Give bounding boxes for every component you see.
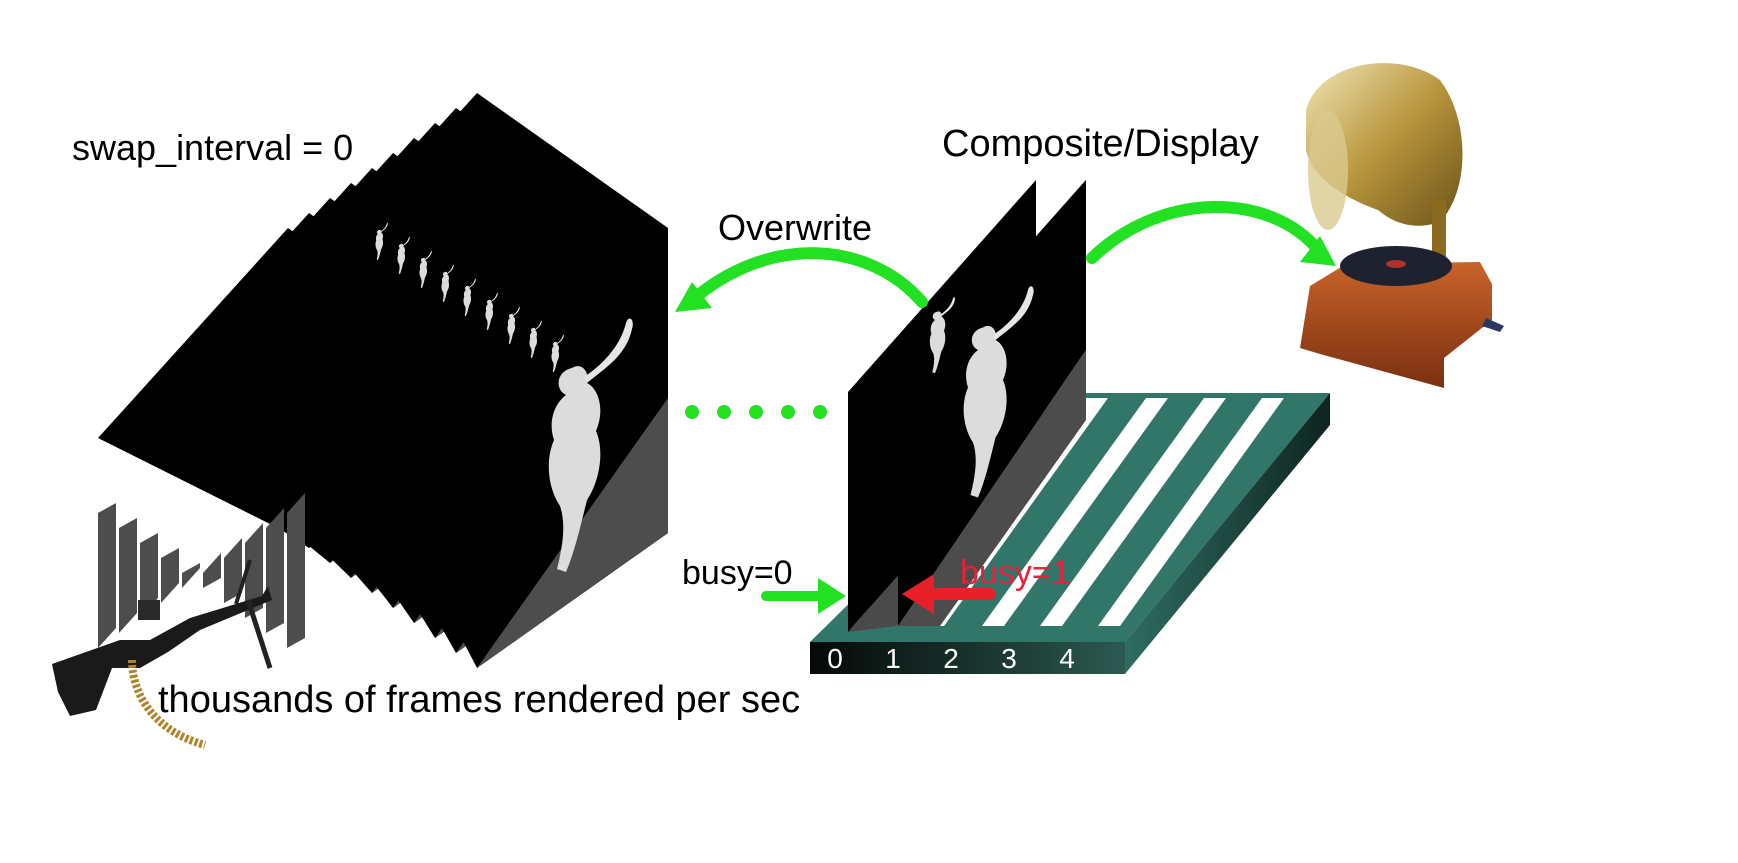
swap-interval-label: swap_interval = 0 <box>72 127 353 168</box>
gramophone-icon <box>1300 63 1504 388</box>
busy1-label: busy=1 <box>960 554 1071 592</box>
slot-index-label: 3 <box>1001 643 1017 674</box>
overwrite-arrow <box>675 247 928 312</box>
rendered-frame <box>287 93 668 668</box>
ellipsis-dots <box>685 405 827 419</box>
rendered-frames-stack <box>98 93 668 668</box>
slot-index-label: 4 <box>1059 643 1075 674</box>
slot-index-label: 2 <box>943 643 959 674</box>
busy1-arrow <box>902 574 996 614</box>
slot-index-labels: 0 1 2 3 4 <box>827 643 1075 674</box>
slot-index-label: 0 <box>827 643 843 674</box>
slot-index-label: 1 <box>885 643 901 674</box>
busy0-arrow <box>761 578 846 614</box>
display-arrow <box>1086 200 1336 266</box>
busy0-label: busy=0 <box>682 554 793 592</box>
machine-gun-icon <box>52 559 273 749</box>
queued-frame-1 <box>898 180 1086 626</box>
overwrite-label: Overwrite <box>718 207 872 248</box>
frames-caption: thousands of frames rendered per sec <box>158 679 800 721</box>
composite-display-label: Composite/Display <box>942 123 1259 165</box>
